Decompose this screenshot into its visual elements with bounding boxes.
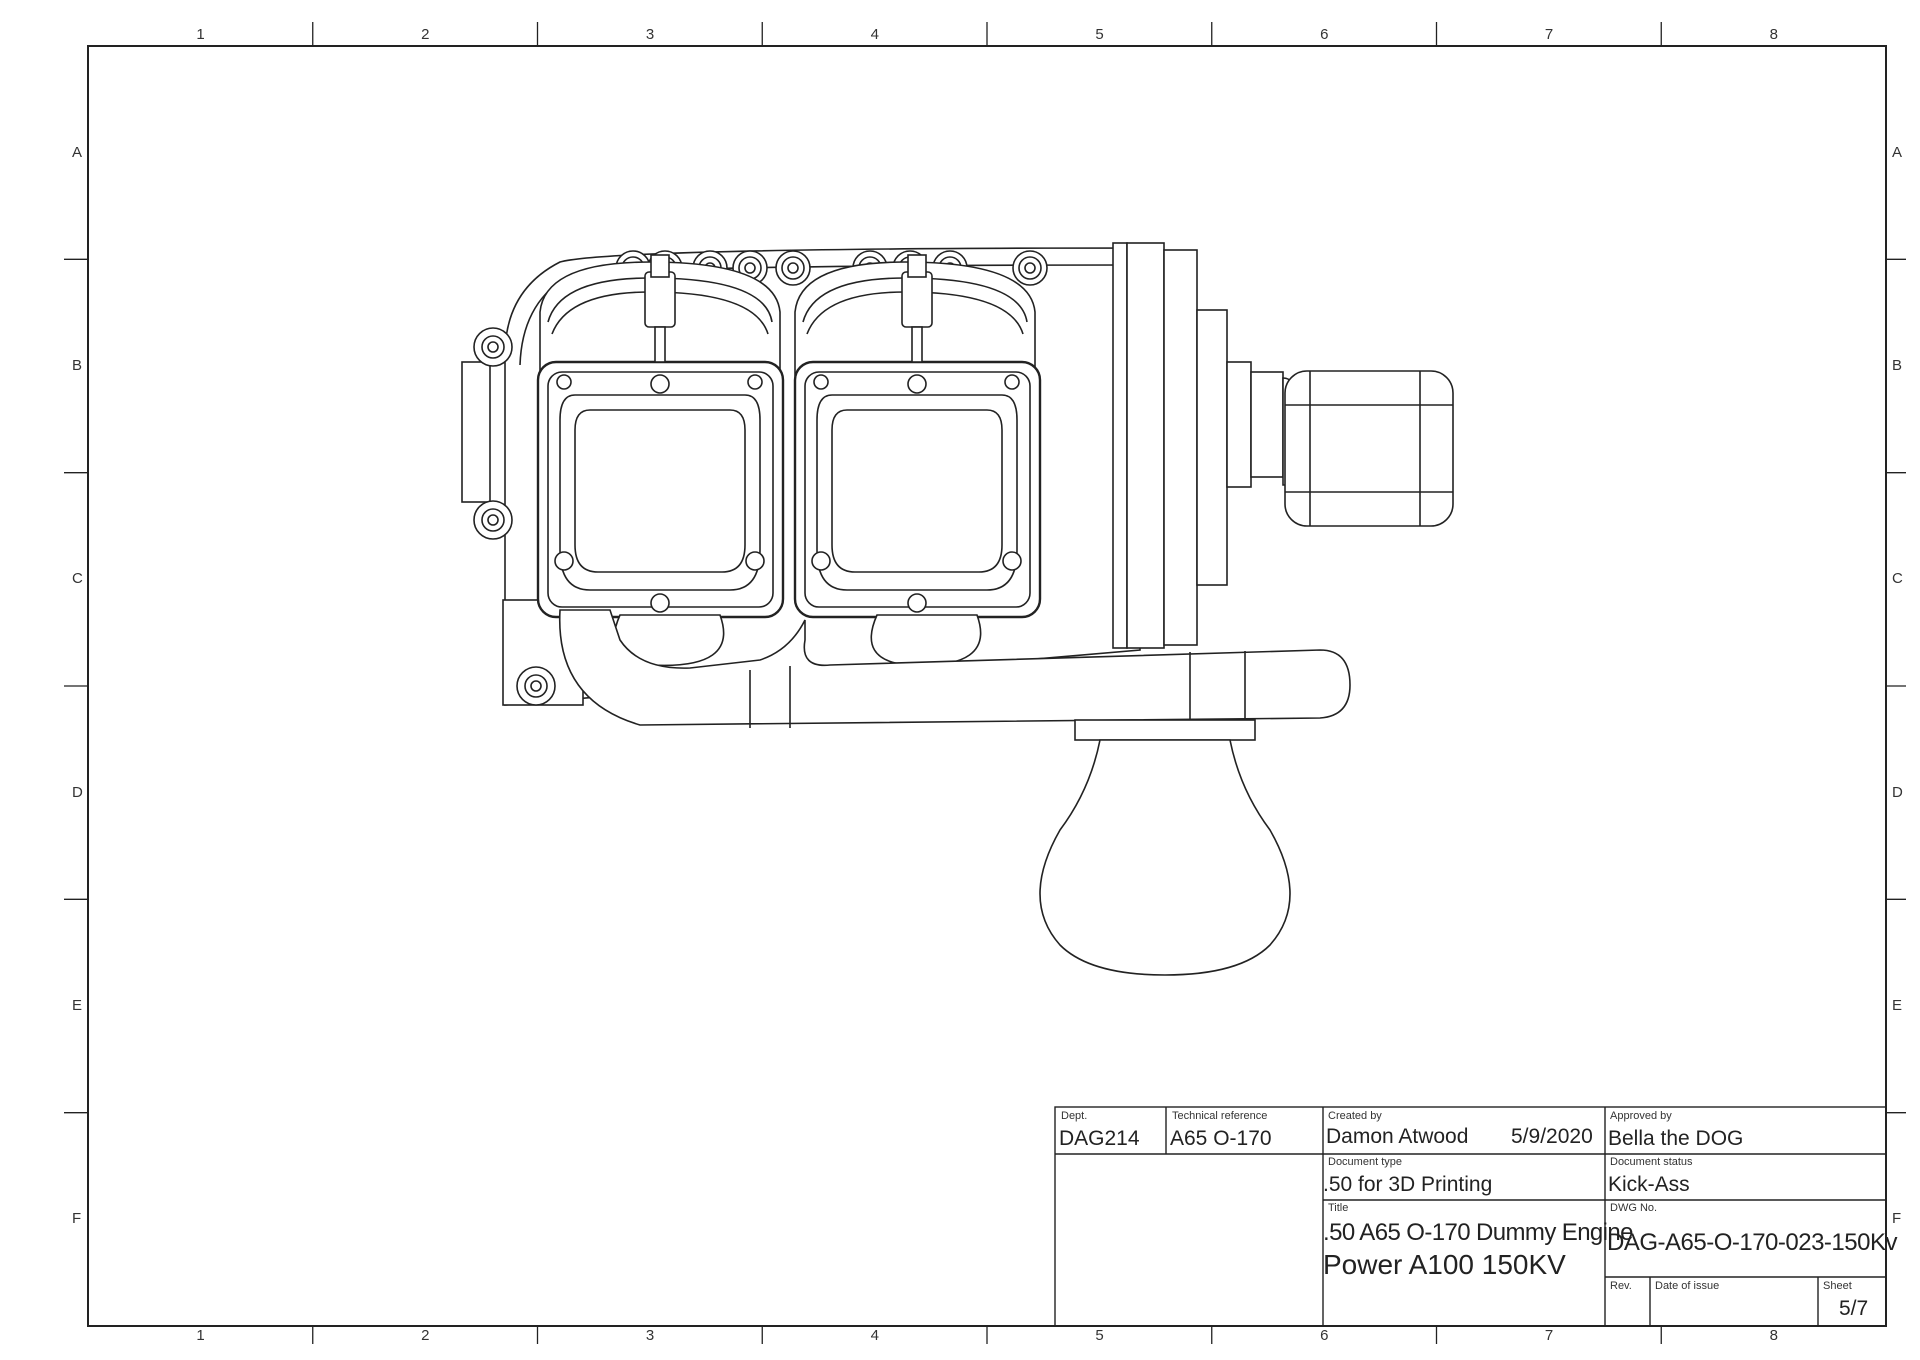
row-label-left-B: B xyxy=(72,357,83,374)
column-label-bottom-4: 4 xyxy=(870,1327,879,1344)
row-label-right-F: F xyxy=(1892,1210,1902,1228)
left-flange xyxy=(461,361,491,503)
title-block-lines xyxy=(1054,1106,1887,1327)
row-label-left-A: A xyxy=(72,143,83,161)
shaft-2 xyxy=(1250,371,1284,478)
row-label-right-B: B xyxy=(1892,357,1903,374)
row-label-left-E: E xyxy=(72,997,83,1014)
title-caption: Title xyxy=(1328,1202,1349,1214)
cylinder-left xyxy=(536,254,785,667)
column-label-top-2: 2 xyxy=(421,26,430,43)
column-label-bottom-3: 3 xyxy=(645,1327,655,1344)
flange-1 xyxy=(1112,242,1128,649)
flange-3 xyxy=(1163,249,1198,646)
document-type-value: .50 for 3D Printing xyxy=(1323,1173,1493,1196)
rev-caption: Rev. xyxy=(1610,1280,1632,1292)
column-label-bottom-2: 2 xyxy=(421,1327,430,1344)
date-of-issue-caption: Date of issue xyxy=(1655,1280,1720,1292)
column-label-top-3: 3 xyxy=(645,26,655,43)
row-label-left-F: F xyxy=(72,1210,82,1228)
row-label-left-D: D xyxy=(72,783,83,801)
created-by-caption: Created by xyxy=(1328,1110,1382,1122)
intake-neck xyxy=(1074,719,1256,741)
dept-value: DAG214 xyxy=(1059,1127,1140,1150)
approved-by-caption: Approved by xyxy=(1610,1110,1672,1122)
column-label-top-8: 8 xyxy=(1769,26,1778,43)
column-label-top-7: 7 xyxy=(1544,26,1554,43)
dept-caption: Dept. xyxy=(1061,1110,1088,1122)
approved-by-value: Bella the DOG xyxy=(1608,1127,1744,1150)
title-block: Dept. DAG214 Technical reference A65 O-1… xyxy=(1055,1107,1897,1326)
document-status-value: Kick-Ass xyxy=(1608,1173,1690,1196)
column-label-bottom-7: 7 xyxy=(1544,1327,1554,1344)
technical-reference-caption: Technical reference xyxy=(1172,1110,1268,1122)
title-line-2: Power A100 150KV xyxy=(1323,1249,1566,1280)
engine-drawing xyxy=(461,242,1454,976)
created-date-value: 5/9/2020 xyxy=(1511,1125,1593,1148)
column-label-top-6: 6 xyxy=(1320,26,1329,43)
sheet-value: 5/7 xyxy=(1839,1297,1869,1320)
exhaust-pipe xyxy=(558,609,1351,726)
side-bolts xyxy=(473,327,556,706)
document-type-caption: Document type xyxy=(1328,1156,1402,1168)
dwg-no-caption: DWG No. xyxy=(1610,1202,1658,1214)
row-label-right-E: E xyxy=(1892,997,1903,1014)
column-label-top-1: 1 xyxy=(196,26,205,43)
column-label-bottom-6: 6 xyxy=(1320,1327,1329,1344)
row-label-right-A: A xyxy=(1892,143,1903,161)
document-status-caption: Document status xyxy=(1610,1156,1693,1168)
title-line-1: .50 A65 O-170 Dummy Engine xyxy=(1323,1219,1634,1246)
column-label-top-4: 4 xyxy=(870,26,879,43)
dwg-no-value: DAG-A65-O-170-023-150Kv xyxy=(1607,1229,1897,1256)
motor-body xyxy=(1284,370,1454,527)
cylinder-right xyxy=(793,254,1042,667)
column-label-bottom-1: 1 xyxy=(196,1327,205,1344)
column-label-bottom-8: 8 xyxy=(1769,1327,1778,1344)
shaft-1 xyxy=(1226,361,1252,488)
row-label-left-C: C xyxy=(72,570,83,588)
grid-ticks xyxy=(64,22,1906,1344)
technical-reference-value: A65 O-170 xyxy=(1170,1127,1272,1150)
column-label-top-5: 5 xyxy=(1095,26,1104,43)
sheet-caption: Sheet xyxy=(1823,1280,1852,1292)
flange-2 xyxy=(1126,242,1165,649)
intake-bulb xyxy=(1039,739,1291,976)
row-label-right-D: D xyxy=(1892,783,1903,801)
row-label-right-C: C xyxy=(1892,570,1903,588)
column-label-bottom-5: 5 xyxy=(1095,1327,1104,1344)
created-by-value: Damon Atwood xyxy=(1326,1125,1469,1148)
flange-4 xyxy=(1196,309,1228,586)
